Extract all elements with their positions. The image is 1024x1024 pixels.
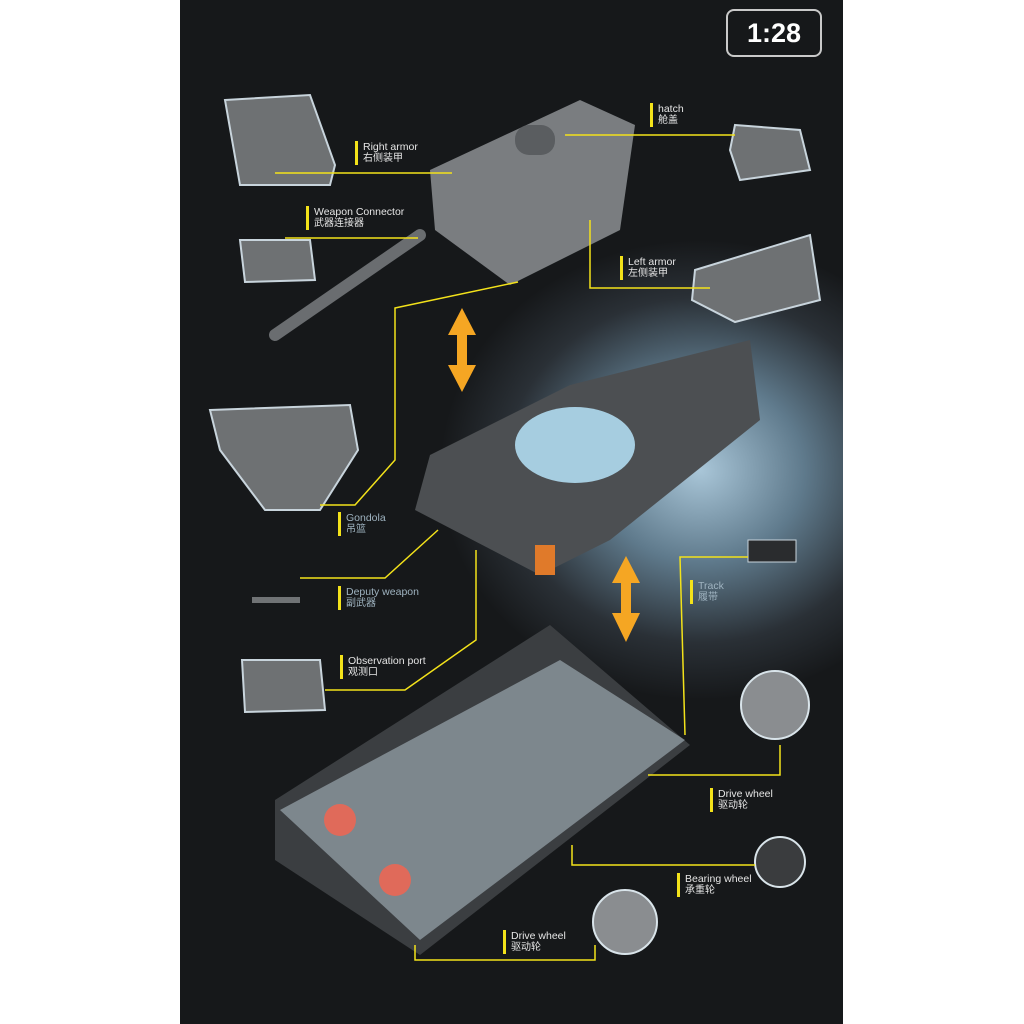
track-part (747, 539, 797, 563)
label-zh: 右侧装甲 (363, 153, 403, 164)
label-zh: 武器连接器 (314, 218, 364, 229)
drive-wheel-right-part (740, 670, 810, 740)
left-armor-part (690, 233, 822, 324)
label-en: Left armor (628, 256, 676, 268)
bearing-wheel-part (754, 836, 806, 888)
hatch-part (728, 123, 812, 182)
label-en: Drive wheel (718, 788, 773, 800)
right-armor-part (223, 93, 337, 186)
leader-lines (275, 134, 781, 961)
observation-port-part (240, 659, 327, 714)
label-en: Observation port (348, 655, 426, 667)
label-zh: 舱盖 (658, 115, 678, 126)
up-down-arrow-icon (612, 556, 640, 642)
label-en: Track (698, 580, 724, 592)
label-en: Gondola (346, 512, 386, 524)
drive-wheel-bottom-part (592, 889, 658, 955)
label-zh: 承重轮 (685, 885, 715, 896)
label-zh: 吊篮 (346, 524, 366, 535)
label-en: Weapon Connector (314, 206, 405, 218)
exploded-view-art (208, 93, 822, 961)
arrow-icons (448, 308, 640, 642)
label-zh: 驱动轮 (511, 942, 541, 953)
weapon-connector-part (238, 239, 317, 284)
label-zh: 履带 (698, 592, 718, 603)
gondola-part (208, 403, 360, 511)
hull-top-part (415, 340, 760, 575)
label-zh: 驱动轮 (718, 800, 748, 811)
label-en: Deputy weapon (346, 586, 419, 598)
scale-badge: 1:28 (726, 9, 822, 57)
label-zh: 观测口 (348, 667, 378, 678)
label-en: hatch (658, 103, 684, 115)
label-en: Drive wheel (511, 930, 566, 942)
label-en: Bearing wheel (685, 873, 752, 885)
lower-hull-part (275, 625, 690, 955)
label-zh: 副武器 (346, 598, 376, 609)
turret-part (269, 100, 635, 341)
up-down-arrow-icon (448, 308, 476, 392)
label-zh: 左侧装甲 (628, 268, 668, 279)
label-en: Right armor (363, 141, 418, 153)
